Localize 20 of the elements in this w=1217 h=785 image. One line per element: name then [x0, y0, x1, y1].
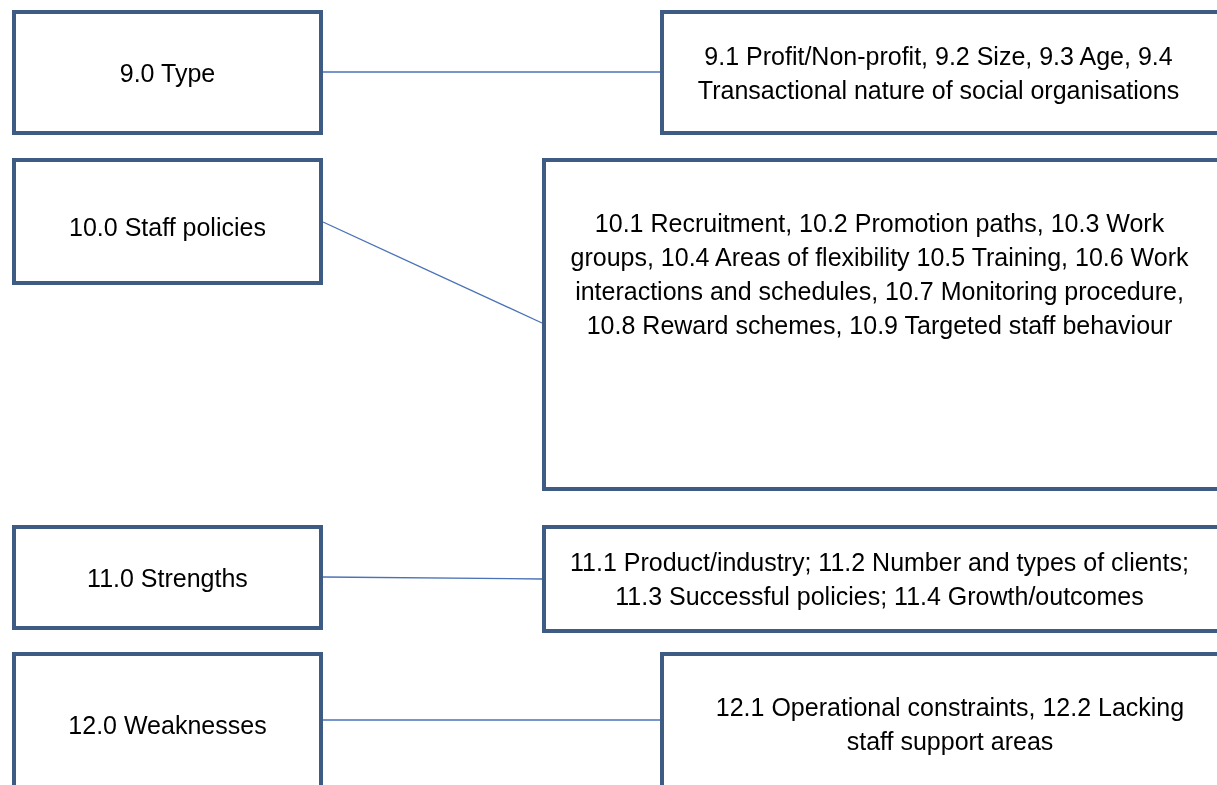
box-text: 11.0 Strengths — [86, 562, 249, 594]
text-box — [12, 158, 323, 285]
text-box — [660, 652, 1217, 785]
text-box — [12, 525, 323, 630]
text-box — [660, 10, 1217, 135]
box-text: 9.0 Type — [118, 57, 217, 89]
connector-line — [322, 71, 661, 73]
connector-line — [322, 719, 661, 721]
connector-line — [322, 576, 543, 580]
box-text: 10.0 Staff policies — [68, 212, 267, 243]
text-box — [542, 158, 1217, 491]
box-text: 12.0 Weaknesses — [67, 710, 268, 741]
connector-line — [322, 221, 543, 324]
box-text: 11.1 Product/industry; 11.2 Number and types of clients; 11.3 Successful policies; 11.4 Growth/outcomes — [569, 547, 1190, 612]
box-text: 10.1 Recruitment, 10.2 Promotion paths, 10.3 Work groups, 10.4 Areas of flexibility 10.5 Training, 10.6 Work interactions and schedules, 10.7 Monitoring procedure, 10.8 Reward schemes, 10.9 Targeted staff behaviour — [569, 208, 1190, 341]
box-text: 9.1 Profit/Non-profit, 9.2 Size, 9.3 Age, 9.4 Transactional nature of social organisations — [696, 40, 1181, 106]
text-box — [12, 652, 323, 785]
text-box — [542, 525, 1217, 633]
text-box — [12, 10, 323, 135]
box-text: 12.1 Operational constraints, 12.2 Lacking staff support areas — [714, 692, 1186, 757]
